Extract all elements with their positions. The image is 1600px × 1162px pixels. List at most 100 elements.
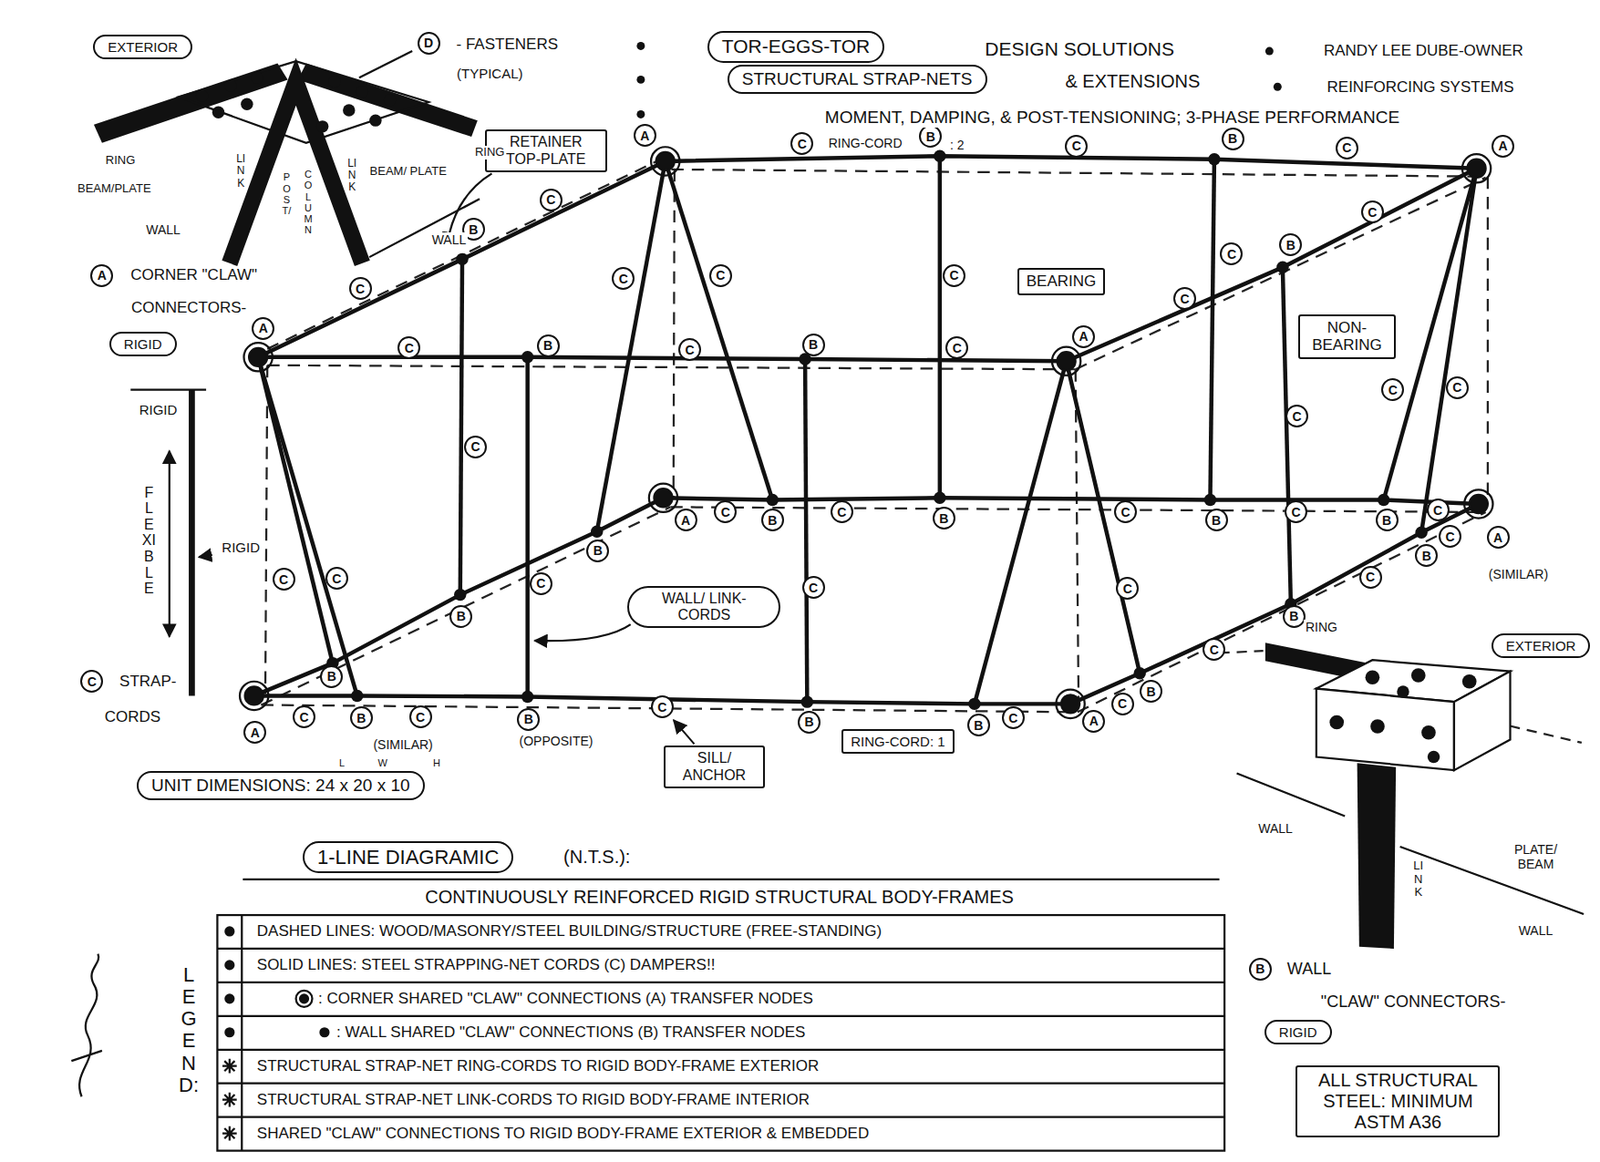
wall-claw-sketch	[1462, 674, 1477, 690]
wall-node-dot	[1133, 667, 1146, 680]
wall-claw-sketch	[1396, 685, 1409, 698]
node-text: A	[1089, 713, 1099, 729]
corner-claw-sketch	[250, 71, 263, 83]
corner-node-dot	[248, 348, 268, 367]
annotation: CORNER "CLAW"	[128, 266, 259, 285]
node-text: RING-CORD: 1	[850, 733, 945, 750]
annotation: & EXTENSIONS	[1063, 71, 1202, 93]
letter-circle: C	[529, 572, 553, 596]
wall-claw-sketch	[1427, 751, 1440, 764]
node-text: RIGID	[1279, 1024, 1318, 1041]
letter-circle: C	[713, 500, 737, 524]
letter-circle: C	[1335, 136, 1359, 160]
node-text: C	[797, 136, 807, 152]
wall-claw-sketch	[1329, 715, 1344, 731]
node-text: B	[1228, 131, 1238, 146]
node-text: C	[1388, 382, 1398, 398]
node-text: C	[546, 192, 556, 207]
node-text: B	[767, 513, 777, 528]
node-text: C	[1123, 581, 1133, 597]
node-text: C	[1209, 642, 1219, 658]
node-text: C	[1227, 247, 1237, 262]
exterior-tag: EXTERIOR	[1491, 633, 1591, 659]
node-text: A	[258, 320, 269, 336]
annotation: WALL	[1256, 821, 1295, 837]
letter-circle: B	[918, 124, 942, 148]
annotation: BEAM/ PLATE	[368, 165, 449, 179]
node-text: WALL/ LINK-CORDS	[641, 590, 766, 625]
rigid-tag: RIGID	[1264, 1020, 1332, 1045]
corner-claw-sketch	[93, 61, 480, 264]
node-text: B	[327, 669, 337, 684]
letter-circle: C	[1115, 577, 1139, 600]
letter-circle: B	[1375, 508, 1399, 532]
building-dashed-line	[673, 169, 675, 498]
leader-arrow	[534, 624, 630, 641]
corner-node-dot	[1052, 347, 1081, 376]
node-text: A	[97, 268, 107, 283]
letter-circle: C	[709, 264, 733, 288]
letter-circle: C	[539, 188, 563, 212]
node-text: UNIT DIMENSIONS: 24 x 20 x 10	[151, 775, 411, 796]
wall-node-dot	[968, 698, 981, 711]
letter-circle: B	[797, 711, 821, 734]
letter-circle: B	[967, 713, 991, 737]
strap-cord	[254, 155, 1479, 704]
node-text: NON- BEARING	[1307, 319, 1386, 355]
node-text: C	[1072, 138, 1082, 154]
legend-mark	[296, 990, 313, 1008]
node-text: A	[250, 725, 260, 741]
annotation: WALL	[1285, 960, 1333, 980]
signature	[71, 954, 103, 1098]
letter-circle: C	[1445, 376, 1469, 400]
letter-circle: B	[1414, 544, 1438, 568]
strap-cord	[974, 361, 1067, 704]
node-text: C	[87, 674, 97, 690]
node-text: C	[1290, 505, 1301, 520]
note-box: BEARING	[1017, 268, 1106, 296]
building-dashed-line	[265, 365, 268, 694]
annotation: RING-CORD	[826, 135, 905, 151]
rigid-flexible-key	[198, 555, 213, 558]
node-text: C	[1433, 503, 1443, 518]
building-dashed-line	[670, 506, 1486, 513]
corner-node-dot	[649, 484, 678, 513]
node-text: B	[805, 714, 815, 730]
node-text: C	[836, 505, 847, 520]
wall-node-dot	[590, 526, 603, 538]
node-text: B	[939, 511, 949, 527]
leader-arrow	[359, 51, 631, 641]
letter-circle: A	[1491, 134, 1515, 158]
rigid-flexible-key	[130, 389, 207, 392]
node-text: EXTERIOR	[107, 39, 178, 55]
wall-claw-sketch	[1370, 719, 1385, 734]
corner-claw-sketch	[224, 79, 237, 92]
header-bullet	[1273, 82, 1282, 92]
corner-claw-sketch	[196, 71, 396, 133]
corner-node-dot	[650, 146, 680, 176]
legend-mark	[222, 1059, 238, 1074]
corner-node-dot	[244, 342, 273, 372]
node-text: STRUCTURAL STRAP-NETS	[742, 69, 973, 90]
strap-cord	[938, 155, 942, 498]
corner-claw-sketch	[356, 85, 369, 98]
annotation: WALL	[430, 232, 469, 248]
letter-circle: C	[1114, 500, 1137, 524]
annotation: MOMENT, DAMPING, & POST-TENSIONING; 3-PH…	[823, 107, 1402, 128]
strap-cord	[1066, 361, 1141, 673]
letter-circle: C	[1381, 378, 1404, 402]
header-bullet	[1265, 47, 1274, 56]
annotation: RING	[473, 145, 507, 160]
wall-claw-sketch	[1365, 670, 1381, 685]
node-text: C	[471, 439, 481, 455]
rigid-flexible-key	[130, 390, 213, 697]
annotation: REINFORCING SYSTEMS	[1325, 78, 1517, 97]
node-text: B	[1255, 961, 1265, 977]
corner-node-dot	[239, 146, 1493, 719]
strap-cord	[665, 161, 774, 501]
node-text: A	[1493, 530, 1503, 546]
letter-circle: C	[942, 264, 966, 288]
letter-circle: A	[1486, 526, 1510, 549]
letter-circle: C	[1284, 500, 1308, 524]
wall-node-dot	[326, 150, 1428, 711]
